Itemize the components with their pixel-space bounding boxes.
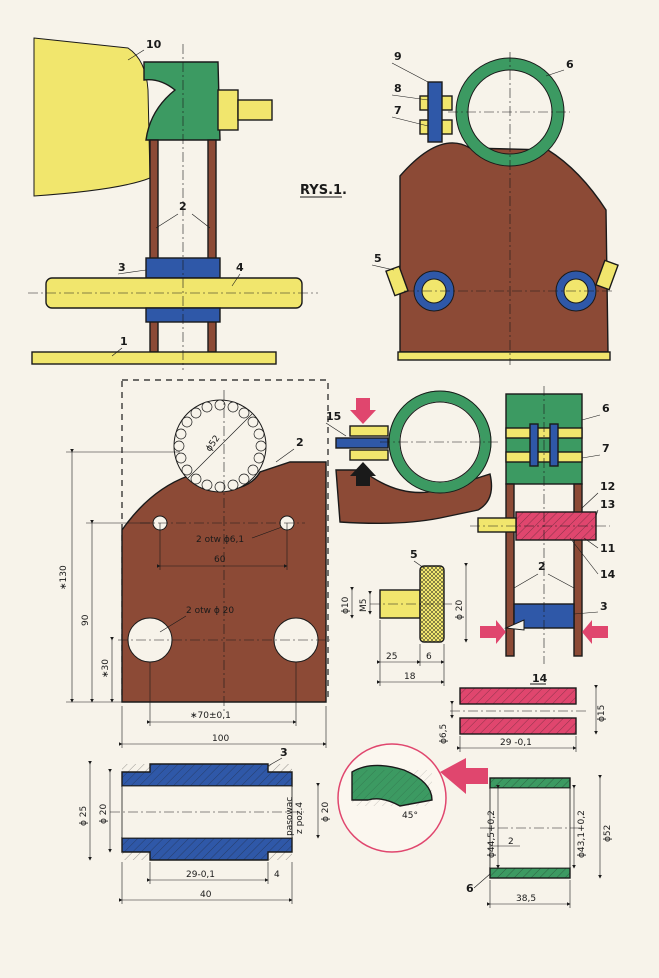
dim-130: ∗130 (59, 565, 69, 590)
label-part-6-mid: 6 (602, 402, 610, 415)
dim-90: 90 (81, 614, 91, 626)
section-view (470, 386, 610, 664)
label-part-13: 13 (600, 498, 615, 511)
dim-29-tube: 29 -0,1 (500, 738, 532, 748)
force-arrow-down (350, 398, 376, 424)
label-part-10: 10 (146, 38, 162, 51)
label-part-3-top: 3 (118, 261, 126, 274)
dim-29-sleeve: 29-0,1 (186, 870, 215, 880)
clamp-detail (335, 390, 500, 525)
dim-18: 18 (404, 672, 416, 682)
label-part-5-top: 5 (374, 252, 382, 265)
note-pasowac: pasowac (285, 797, 295, 836)
section-rod-right (573, 483, 583, 657)
dim-100: 100 (212, 734, 229, 744)
clamp-detail-body (335, 469, 493, 525)
dim-phi25: ϕ 25 (79, 806, 89, 826)
label-part-2-top: 2 (179, 200, 187, 213)
drill-chuck (217, 89, 239, 131)
label-part-6: 6 (466, 882, 474, 895)
label-part-14-mid: 14 (600, 568, 616, 581)
label-part-4: 4 (236, 261, 244, 274)
knob-detail: 25 6 18 ϕ10 M5 ϕ 20 (341, 563, 468, 686)
part-labels: 10 2 3 4 1 9 8 7 6 5 2 15 6 7 12 13 11 1… (111, 38, 616, 895)
label-part-8: 8 (394, 82, 402, 95)
assembly-front-view (28, 37, 318, 370)
dim-phi52-ring: ϕ52 (603, 825, 613, 842)
dim-phi43-1: ϕ43,1+0,2 (577, 810, 587, 858)
side-base (397, 351, 611, 361)
clamp-block-green (143, 61, 221, 141)
label-part-1: 1 (120, 335, 128, 348)
dim-6: 6 (426, 652, 432, 662)
tube-14-detail: ϕ15 ϕ6,5 29 -0,1 (439, 685, 607, 752)
sleeve-3-detail: ϕ 25 ϕ 20 pasowac z poz.4 ϕ 20 29-0,1 4 … (79, 761, 331, 904)
clamp-detail-blue-bar (335, 437, 389, 449)
label-part-3: 3 (280, 746, 288, 759)
knob-right (595, 259, 619, 291)
dim-70: ∗70±0,1 (190, 711, 231, 721)
plate-detail: ϕ52 60 2 otw ϕ6,1 2 otw ϕ 20 ∗70±0,1 100… (59, 379, 330, 748)
label-part-2-mid: 2 (538, 560, 546, 573)
ring-6-detail: 45° ϕ44,5+0,2 2 ϕ43,1+0,2 ϕ52 38,5 (337, 743, 613, 908)
label-part-7-mid: 7 (602, 442, 610, 455)
press-arrow-left (480, 620, 506, 644)
dim-phi44-5: ϕ44,5+0,2 (487, 810, 497, 858)
section-yellow-pin (477, 517, 517, 533)
figure-title: RYS.1. (300, 183, 347, 198)
magnify-arrow (440, 758, 488, 794)
dim-phi20: ϕ 20 (455, 599, 465, 620)
note-z-poz4: z poz.4 (295, 802, 305, 834)
side-plate (399, 142, 609, 353)
clamp-bolt (427, 81, 443, 143)
clamp-detail-yellow-top (349, 425, 389, 437)
knob-left (385, 265, 409, 297)
dim-40: 40 (200, 890, 212, 900)
label-holes-large: 2 otw ϕ 20 (186, 606, 234, 616)
dim-4: 4 (274, 870, 280, 880)
label-part-2-plate: 2 (296, 436, 304, 449)
angle-45: 45° (402, 811, 418, 821)
drill-circle-holes (173, 399, 267, 493)
dim-60: 60 (214, 555, 226, 565)
dim-38-5: 38,5 (516, 894, 536, 904)
dim-phi10: ϕ10 (341, 596, 351, 614)
label-part-12: 12 (600, 480, 615, 493)
dim-phi6-5: ϕ6,5 (439, 724, 449, 744)
label-part-9: 9 (394, 50, 402, 63)
label-part-7-top: 7 (394, 104, 402, 117)
dim-30: ∗30 (101, 659, 111, 678)
dim-m5: M5 (359, 599, 369, 613)
label-part-11: 11 (600, 542, 615, 555)
dim-phi20-right: ϕ 20 (321, 801, 331, 822)
dim-2: 2 (508, 837, 514, 847)
drill-body (33, 37, 151, 197)
label-part-6-top: 6 (566, 58, 574, 71)
drill-bit (237, 99, 273, 121)
clamp-detail-yellow-bot (349, 449, 389, 461)
dim-phi15: ϕ15 (597, 705, 607, 722)
press-arrow-right (582, 620, 608, 644)
dim-phi20-left: ϕ 20 (99, 803, 109, 824)
label-part-14: 14 (532, 672, 548, 685)
label-part-15: 15 (326, 410, 341, 423)
base-plate (31, 351, 277, 365)
dim-25: 25 (386, 652, 397, 662)
label-part-3-mid: 3 (600, 600, 608, 613)
force-arrow-up (350, 462, 376, 486)
label-part-5-knob: 5 (410, 548, 418, 561)
section-rod-left (505, 483, 515, 657)
label-holes-small: 2 otw ϕ6,1 (196, 535, 244, 545)
assembly-side-view (385, 52, 619, 365)
